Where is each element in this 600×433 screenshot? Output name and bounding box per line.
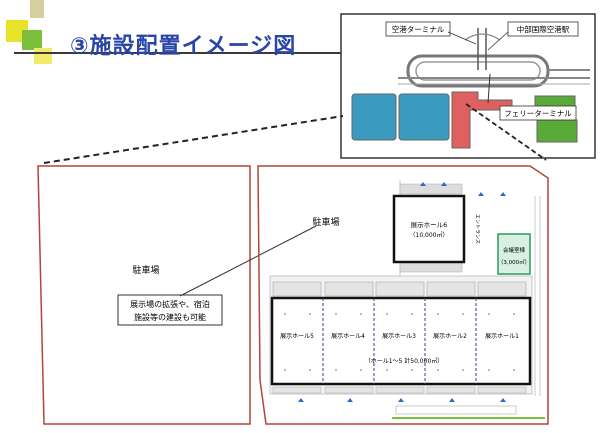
hall-6-area: （10,000㎡） — [410, 231, 449, 239]
inset-parking-1 — [351, 93, 397, 141]
label-station: 中部国際空港駅 — [517, 24, 570, 34]
note-leader-line — [179, 225, 317, 297]
callout-dashed-line — [43, 115, 344, 164]
label-airport-terminal: 空港ターミナル — [392, 24, 445, 34]
deco-square-green — [22, 30, 42, 50]
inset-map: 空港ターミナル 中部国際空港駅 フェリーターミナル — [340, 13, 596, 161]
inset-pointer-dashed — [465, 103, 547, 161]
left-lot-outline — [37, 165, 251, 425]
site-parking-label: 駐車場 — [312, 216, 339, 228]
slide-title: ③施設配置イメージ図 — [70, 34, 297, 59]
left-lot: 駐車場 展示場の拡張や、宿泊 施設等の建設も可能 — [37, 165, 317, 425]
left-lot-note-line2: 施設等の建設も可能 — [134, 312, 206, 322]
hall-1-name: 展示ホール1 — [485, 333, 519, 340]
left-lot-label: 駐車場 — [132, 264, 159, 276]
conference-building — [497, 233, 531, 275]
inset-parking-2 — [398, 93, 450, 141]
label-ferry-terminal: フェリーターミナル — [504, 109, 572, 118]
entrance-label: エントランス — [474, 214, 480, 244]
hall-5-name: 展示ホール5 — [280, 333, 314, 340]
inset-green-2 — [536, 119, 578, 143]
hall-6 — [392, 194, 466, 264]
left-lot-note-box — [117, 294, 223, 326]
title-underline — [14, 52, 344, 54]
hall-3-name: 展示ホール3 — [382, 333, 416, 340]
halls-total-area: （ホール1～5 計50,000㎡） — [365, 357, 444, 365]
hall-6-name: 展示ホール6 — [411, 221, 448, 229]
main-site: 駐車場 展示ホール6 （10,000㎡） エントランス 会議室棟 （3,000㎡… — [257, 165, 549, 425]
conference-name: 会議室棟 — [503, 246, 526, 254]
conference-area: （3,000㎡） — [498, 258, 530, 266]
halls-1-5-building — [270, 296, 532, 386]
deco-square-tan — [30, 0, 44, 18]
hall-2-name: 展示ホール2 — [433, 333, 467, 340]
left-lot-note-line1: 展示場の拡張や、宿泊 — [130, 299, 210, 309]
hall-4-name: 展示ホール4 — [331, 333, 365, 340]
site-outline — [257, 165, 549, 425]
